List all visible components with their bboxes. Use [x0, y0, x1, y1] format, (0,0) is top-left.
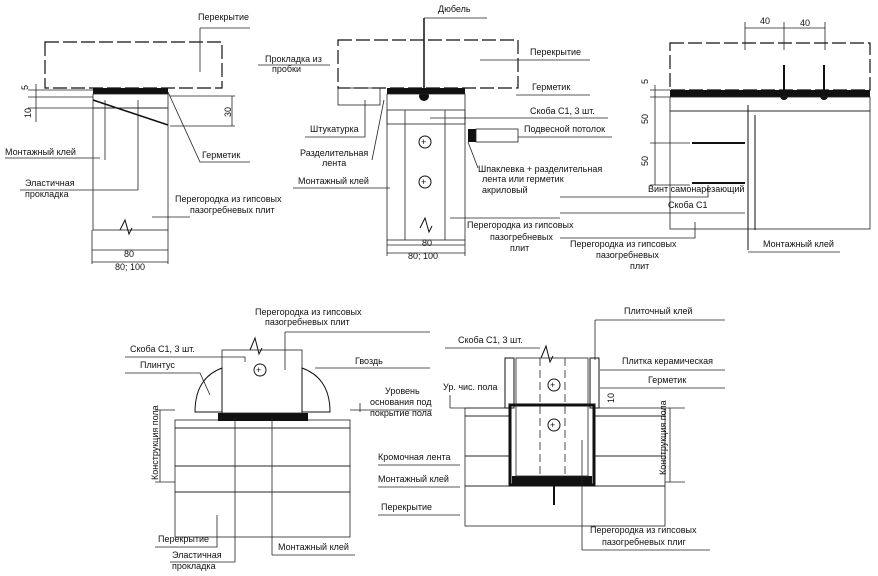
slab	[44, 41, 223, 89]
label-bracket: Скоба С1, 3 шт.	[130, 344, 195, 354]
dim-5: 5	[640, 79, 650, 84]
slab	[669, 42, 871, 91]
label-bracket: Скоба С1, 3 шт.	[530, 106, 595, 116]
label-bracket: Скоба С1, 3 шт.	[458, 335, 523, 345]
suspended-ceiling	[475, 128, 519, 143]
detail-2-suspended-ceiling-junction: + + Дюбель Перекрытие Прокладка из пробк…	[258, 4, 612, 261]
label-floor-construction: Конструкция пола	[658, 400, 668, 475]
label-adhesive: Монтажный клей	[298, 176, 369, 186]
dim-30: 30	[223, 107, 233, 117]
screed	[174, 427, 351, 467]
label-partition-1: Перегородка из гипсовых	[467, 220, 574, 230]
label-sealant: Герметик	[532, 82, 570, 92]
label-floor-construction: Конструкция пола	[150, 405, 160, 480]
label-sealant: Герметик	[648, 375, 686, 385]
label-tile: Плитка керамическая	[622, 356, 713, 366]
detail-3-ceiling-screw-junction: 40 40 5 50 50 Винт самонарезающий Скоба …	[560, 16, 871, 271]
detail-1-ceiling-junction: Перекрытие Монтажный клей Герметик Эласт…	[5, 12, 282, 272]
svg-text:+: +	[550, 420, 555, 430]
label-floor-level: Ур. чис. пола	[443, 382, 497, 392]
label-adhesive: Монтажный клей	[5, 147, 76, 157]
label-putty-2: лента или герметик	[482, 174, 564, 184]
label-partition-2: пазогребневых плиг	[602, 537, 687, 547]
label-partition-2: пазогребневых	[596, 250, 659, 260]
dim-50b: 50	[640, 156, 650, 166]
dim-80: 80	[422, 238, 432, 248]
sealant-strip	[93, 88, 168, 94]
label-partition-2: пазогребневых плит	[265, 317, 350, 327]
label-dowel: Дюбель	[438, 4, 471, 14]
label-plaster: Штукатурка	[310, 124, 359, 134]
svg-text:+: +	[550, 380, 555, 390]
label-adhesive: Монтажный клей	[763, 239, 834, 249]
label-elastic-1: Эластичная	[172, 550, 222, 560]
dim-10: 10	[23, 108, 33, 118]
svg-text:+: +	[421, 177, 426, 187]
dim-40a: 40	[760, 16, 770, 26]
elastic-gasket	[92, 93, 169, 109]
dim-80: 80	[124, 249, 134, 259]
sealant-strip	[387, 88, 465, 94]
label-cork-2: пробки	[272, 64, 301, 74]
label-adhesive-right: Монтажный клей	[378, 474, 449, 484]
label-level-3: покрытие пола	[370, 408, 432, 418]
cork-gasket	[337, 87, 381, 106]
label-partition-1: Перегородка из гипсовых	[175, 194, 282, 204]
ceramic-tile-left	[504, 357, 515, 409]
gravel-layer	[174, 465, 351, 493]
label-partition-2: пазогребневых плит	[190, 205, 275, 215]
label-ceiling: Подвесной потолок	[524, 124, 605, 134]
dim-50a: 50	[640, 114, 650, 124]
dim-5: 5	[20, 85, 30, 90]
label-tile-adhesive: Плиточный клей	[624, 306, 693, 316]
label-elastic-2: прокладка	[25, 189, 69, 199]
label-partition-3: плит	[510, 243, 529, 253]
label-partition-1: Перегородка из гипсовых	[570, 239, 677, 249]
svg-text:+: +	[256, 365, 261, 375]
dim-40b: 40	[800, 18, 810, 28]
label-screw: Винт самонарезающий	[648, 184, 744, 194]
label-nail: Гвоздь	[355, 356, 383, 366]
label-bracket: Скоба С1	[668, 200, 708, 210]
slab	[464, 485, 666, 527]
gypsum-partition	[386, 109, 466, 241]
label-level-1: Уровень	[385, 386, 420, 396]
label-plinth: Плинтус	[140, 360, 175, 370]
label-slab: Перекрытие	[158, 534, 209, 544]
label-level-2: основания под	[370, 397, 432, 407]
label-tape-2: лента	[322, 158, 346, 168]
label-partition-2: пазогребневых	[490, 232, 553, 242]
label-putty-3: акриловый	[482, 185, 528, 195]
label-sealant: Герметик	[202, 150, 240, 160]
gypsum-partition	[92, 107, 169, 231]
label-partition-1: Перегородка из гипсовых	[255, 307, 362, 317]
dim-10: 10	[606, 393, 616, 403]
svg-text:+: +	[421, 137, 426, 147]
label-putty-1: Шпаклевка + разделительная	[478, 164, 602, 174]
slab	[337, 39, 519, 89]
plinth	[194, 367, 331, 413]
slab	[174, 491, 351, 538]
detail-4-floor-junction-plinth: + Перегородка из гипсовых пазогребневых …	[125, 307, 460, 571]
label-elastic-2: прокладка	[172, 561, 216, 571]
dim-80-100: 80; 100	[408, 251, 438, 261]
label-elastic-1: Эластичная	[25, 178, 75, 188]
ceramic-tile-right	[589, 357, 600, 409]
dim-80-100: 80; 100	[115, 262, 145, 272]
label-slab: Перекрытие	[198, 12, 249, 22]
detail-5-floor-junction-tile: + + Плиточный клей Скоба С1, 3 шт. Плитк…	[443, 306, 725, 551]
label-cork-1: Прокладка из	[265, 54, 322, 64]
gypsum-partition	[221, 349, 303, 414]
sealant-strip	[218, 413, 308, 421]
label-partition-1: Перегородка из гипсовых	[590, 525, 697, 535]
floor-recess	[508, 403, 596, 487]
label-slab-right: Перекрытие	[381, 502, 432, 512]
gypsum-partition	[669, 110, 871, 230]
label-slab: Перекрытие	[530, 47, 581, 57]
label-partition-3: плит	[630, 261, 649, 271]
label-edge-tape: Кромочная лента	[378, 452, 451, 462]
sealant-strip	[670, 90, 870, 97]
label-tape-1: Разделительная	[300, 148, 368, 158]
label-adhesive: Монтажный клей	[278, 542, 349, 552]
